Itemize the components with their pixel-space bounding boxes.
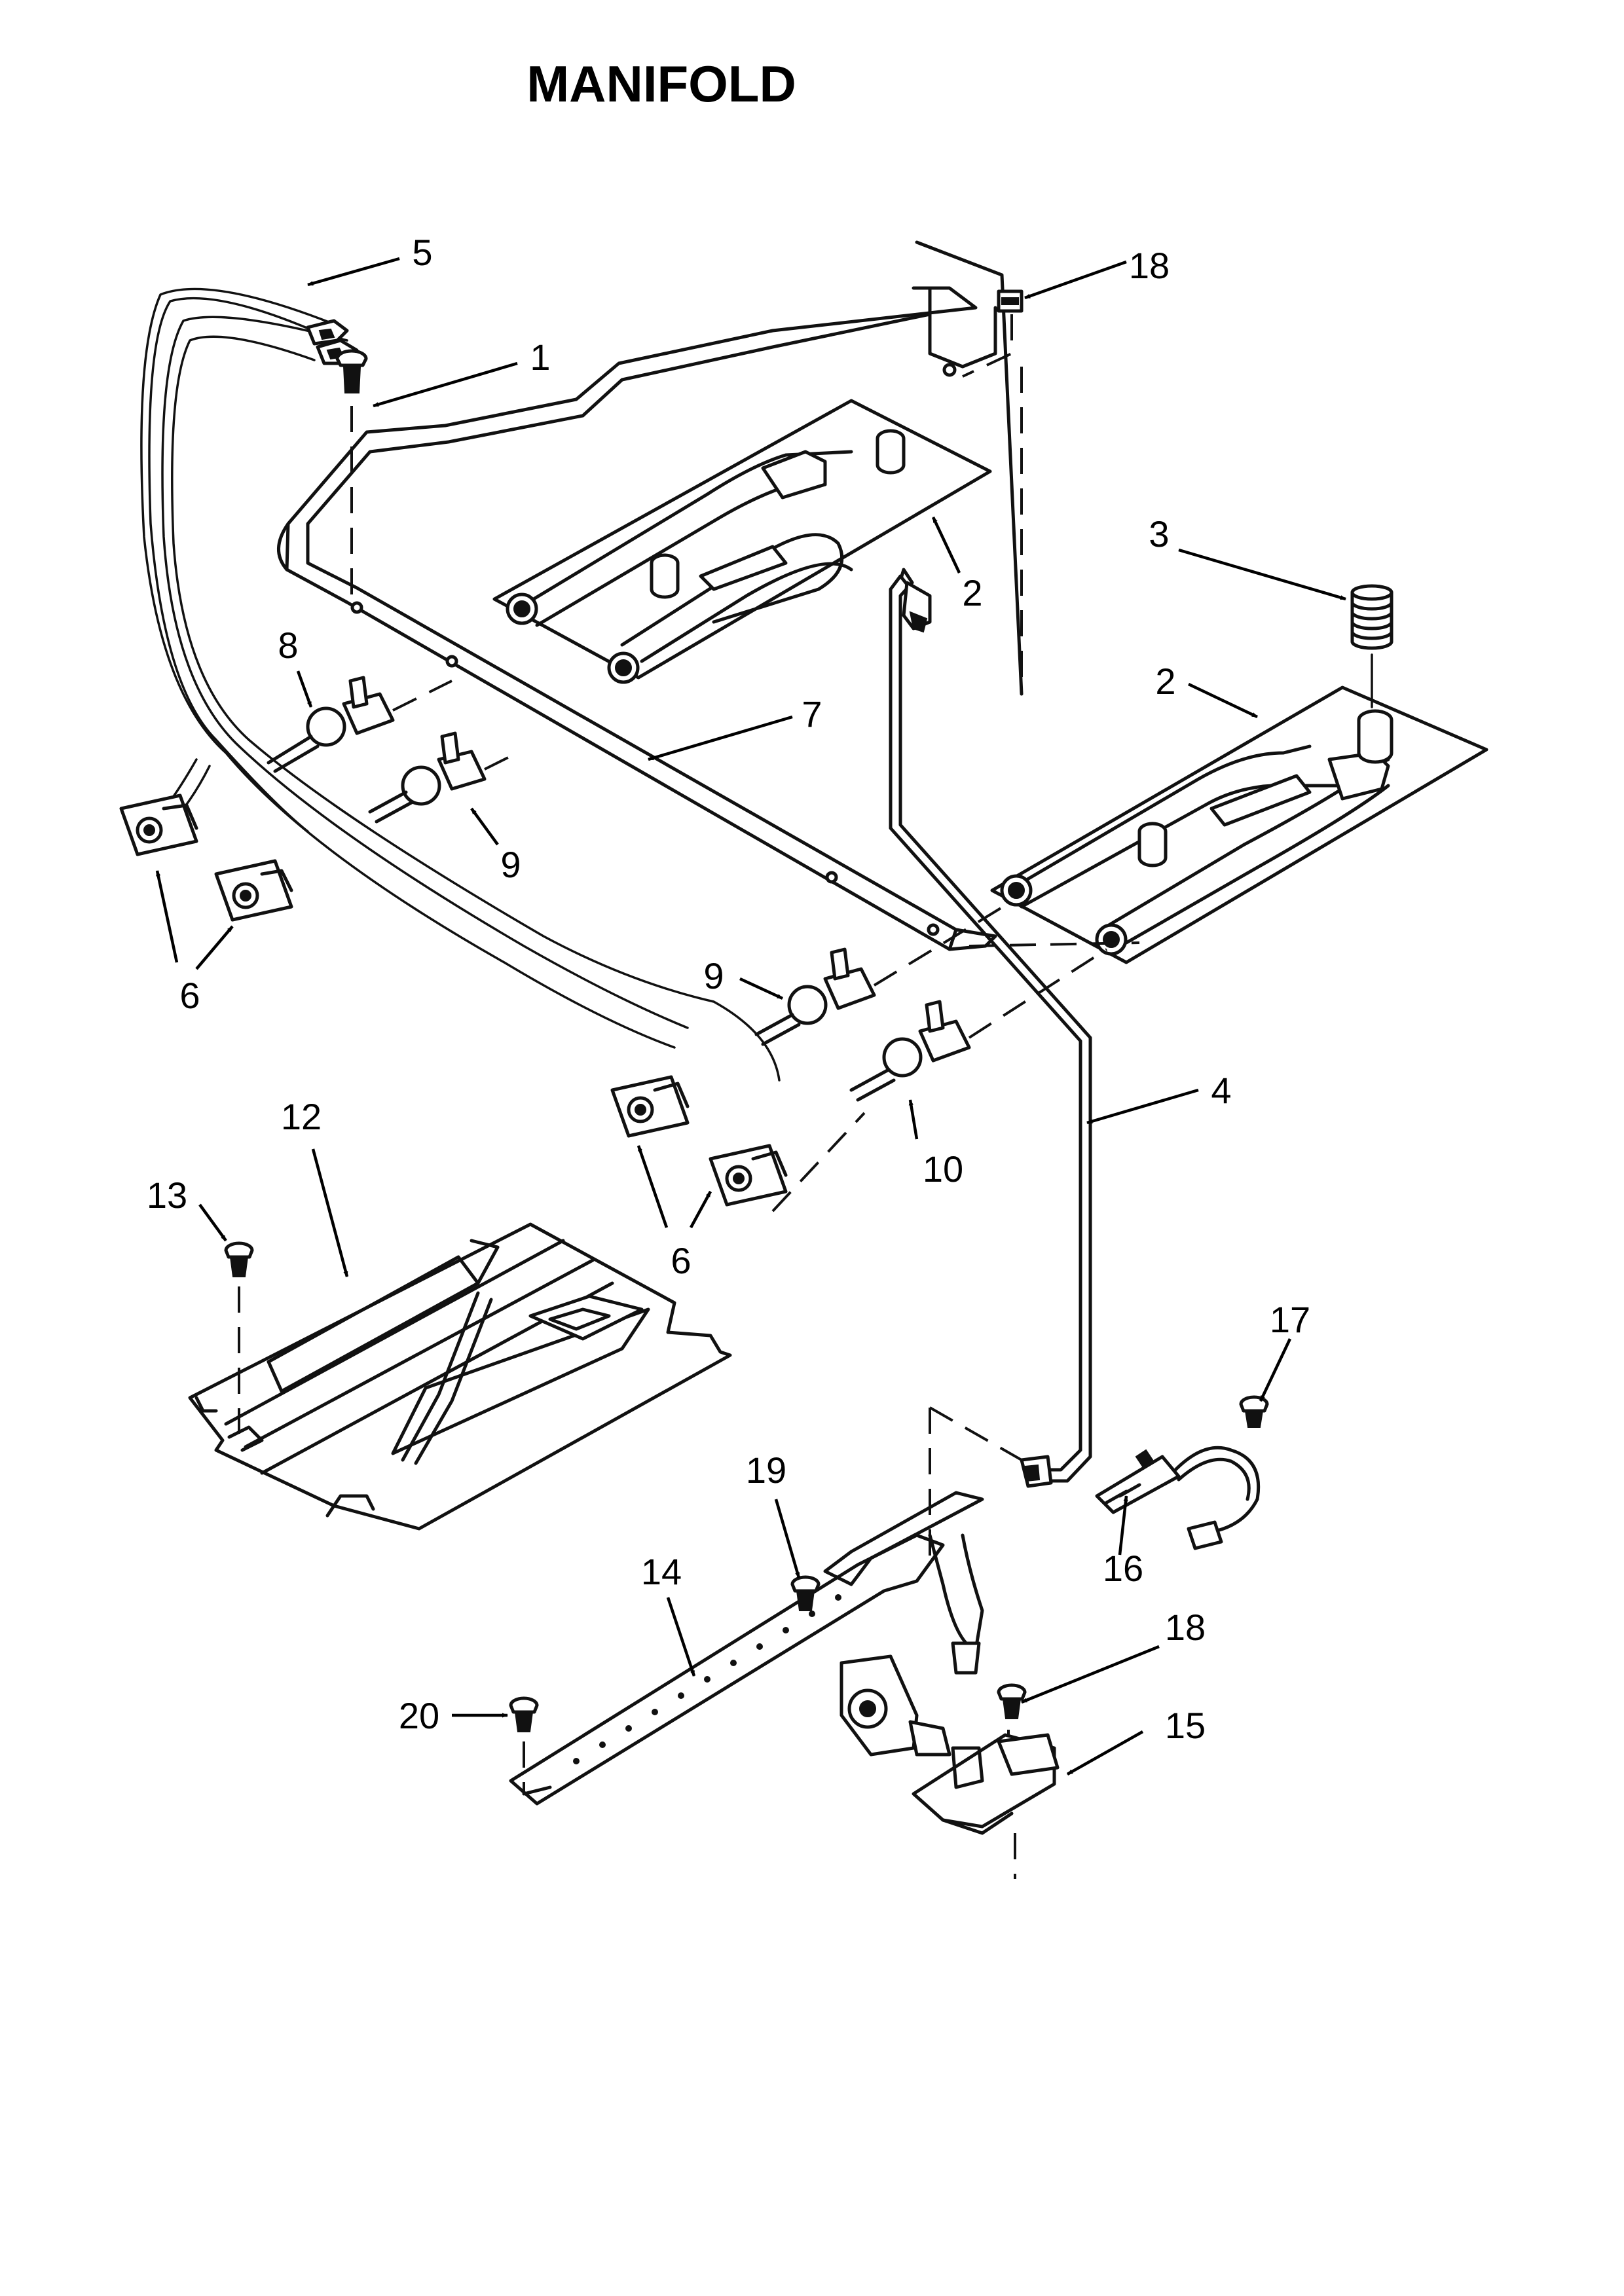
burner-port-holes: [573, 1594, 841, 1764]
screw-18-lower: [997, 1683, 1027, 1719]
screw-17: [1239, 1395, 1269, 1428]
valve-9-upper: [368, 731, 518, 824]
callout-20: 20: [399, 1695, 439, 1736]
callout-3: 3: [1149, 513, 1169, 555]
screw-1: [335, 349, 368, 602]
igniter-16: [1095, 1446, 1261, 1550]
gas-tube: [889, 568, 1092, 1488]
screw-20: [509, 1696, 539, 1794]
burner-assembly-upper: [492, 399, 992, 684]
leader-arrows: [155, 257, 1346, 1776]
callout-9-upper: 9: [500, 844, 521, 885]
callout-5: 5: [412, 232, 432, 273]
callout-12: 12: [281, 1096, 322, 1137]
callout-4: 4: [1211, 1070, 1231, 1111]
callout-14: 14: [641, 1551, 682, 1592]
burner-shield: [188, 1222, 732, 1531]
igniter-lower-left: [610, 1075, 690, 1138]
callout-2-lower: 2: [1155, 661, 1175, 702]
valve-8: [267, 676, 452, 773]
page-title: MANIFOLD: [526, 55, 796, 113]
screw-13: [224, 1241, 254, 1434]
callout-1: 1: [530, 337, 550, 378]
callout-2-upper: 2: [962, 572, 982, 613]
callout-10: 10: [923, 1148, 963, 1190]
igniter-upper-mid: [214, 859, 293, 922]
callout-18-top: 18: [1129, 245, 1170, 286]
callout-labels: 5 18 1 2 3 2 8 7 9 6 9 4 12 10 13 6 17 1…: [147, 232, 1310, 1746]
valve-9-lower: [754, 902, 1010, 1046]
burner-assembly-lower: [969, 653, 1488, 964]
valve-10: [849, 948, 1108, 1102]
callout-19: 19: [746, 1449, 786, 1491]
igniter-leader: [771, 1112, 866, 1212]
callout-7: 7: [802, 693, 822, 735]
callout-17: 17: [1270, 1299, 1310, 1340]
manifold-bracket: [915, 240, 1024, 696]
wire-harness: [140, 287, 781, 1082]
valve-bracket: [912, 1689, 1060, 1879]
callout-13: 13: [147, 1175, 187, 1216]
screw-19: [790, 1575, 821, 1611]
igniter-lower-right: [709, 1144, 788, 1207]
spring: [1350, 584, 1393, 650]
callout-15: 15: [1165, 1705, 1206, 1746]
callout-6-lower: 6: [671, 1240, 691, 1281]
callout-8: 8: [278, 625, 298, 666]
callout-6-upper: 6: [179, 975, 200, 1016]
callout-9-lower: 9: [703, 955, 724, 996]
callout-18-bottom: 18: [1165, 1607, 1206, 1648]
oven-burner: [509, 1406, 1022, 1806]
igniter-upper-left: [119, 793, 198, 856]
gas-valve: [840, 1654, 984, 1789]
manifold-pipe: [277, 286, 997, 951]
callout-16: 16: [1103, 1548, 1143, 1589]
